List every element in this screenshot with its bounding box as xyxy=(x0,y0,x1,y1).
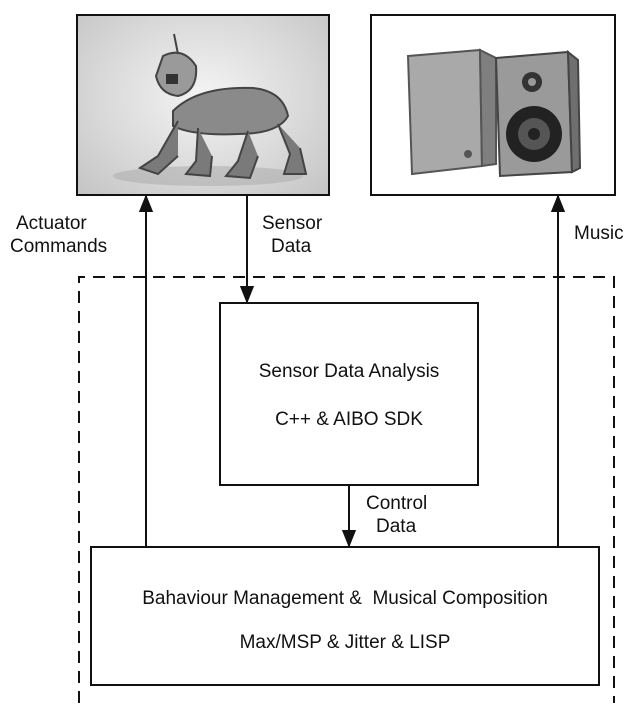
sensor-analysis-box: Sensor Data Analysis C++ & AIBO SDK xyxy=(219,302,479,486)
music-label-text: Music xyxy=(574,223,624,244)
actuator-commands-label: Actuator Commands xyxy=(10,212,107,258)
speakers-image-box xyxy=(370,14,616,196)
behaviour-title: Bahaviour Management & Musical Compositi… xyxy=(142,588,548,609)
actuator-label-line1: Actuator xyxy=(16,213,87,234)
actuator-label-line2: Commands xyxy=(10,236,108,257)
music-label: Music xyxy=(574,222,624,245)
control-label-line2: Data xyxy=(376,516,417,537)
sensor-label-line1: Sensor xyxy=(262,213,323,234)
sensor-data-label: Sensor Data xyxy=(262,212,322,258)
behaviour-composition-box: Bahaviour Management & Musical Compositi… xyxy=(90,546,600,686)
analysis-subtitle: C++ & AIBO SDK xyxy=(275,409,423,430)
behaviour-subtitle: Max/MSP & Jitter & LISP xyxy=(239,632,451,653)
control-label-line1: Control xyxy=(366,493,428,514)
speakers-image xyxy=(372,16,614,194)
robot-dog-image xyxy=(78,16,328,194)
control-data-label: Control Data xyxy=(366,492,427,538)
robot-image-box xyxy=(76,14,330,196)
sensor-label-line2: Data xyxy=(271,236,312,257)
analysis-title: Sensor Data Analysis xyxy=(258,361,440,382)
